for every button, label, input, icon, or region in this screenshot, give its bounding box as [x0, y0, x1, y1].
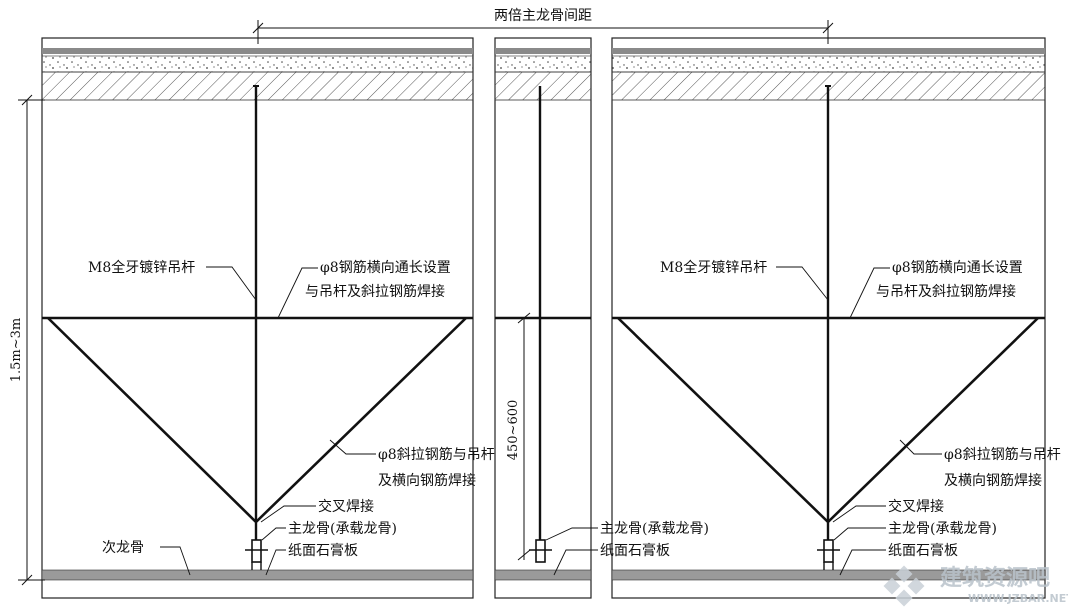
left-rebar-label-2: 与吊杆及斜拉钢筋焊接	[305, 283, 445, 300]
left-board-label: 纸面石膏板	[288, 542, 358, 559]
left-rod-label: M8全牙镀锌吊杆	[88, 259, 195, 276]
right-diagonal-rebar-b	[827, 317, 1039, 523]
middle-hanger-assembly	[495, 86, 591, 563]
right-board-label: 纸面石膏板	[888, 542, 958, 559]
concrete-slab	[41, 48, 1046, 101]
right-hanger-assembly	[612, 85, 1045, 570]
gypsum-board-strip	[41, 569, 1046, 581]
left-diagonal-rebar-b	[255, 317, 467, 523]
middle-leader-lines	[545, 527, 598, 576]
right-rebar-label-2: 与吊杆及斜拉钢筋焊接	[876, 283, 1016, 300]
left-cross-label: 交叉焊接	[318, 498, 374, 515]
left-diag-label-2: 及横向钢筋焊接	[378, 472, 476, 489]
right-diag-label-2: 及横向钢筋焊接	[944, 472, 1042, 489]
left-secondary-keel-label: 次龙骨	[102, 540, 144, 556]
right-rebar-label-1: φ8钢筋横向通长设置	[892, 259, 1023, 276]
right-rod-label: M8全牙镀锌吊杆	[660, 259, 767, 276]
right-cross-label: 交叉焊接	[888, 498, 944, 515]
left-diag-label-1: φ8斜拉钢筋与吊杆	[378, 446, 495, 463]
left-leader-lines	[160, 266, 376, 576]
left-main-keel	[251, 539, 262, 563]
watermark-logo-icon	[883, 565, 925, 607]
left-rebar-label-1: φ8钢筋横向通长设置	[320, 259, 451, 276]
middle-main-keel-label: 主龙骨(承载龙骨)	[600, 521, 709, 537]
watermark-url: WWW.JZBAR.NET	[968, 592, 1068, 605]
watermark-text: 建筑资源吧	[940, 565, 1050, 591]
left-dimension-line	[18, 94, 45, 586]
watermark: 建筑资源吧 WWW.JZBAR.NET	[883, 565, 1068, 607]
right-leader-lines	[776, 266, 942, 576]
right-diag-label-1: φ8斜拉钢筋与吊杆	[944, 446, 1061, 463]
middle-main-keel	[535, 539, 546, 563]
middle-board-label: 纸面石膏板	[600, 542, 670, 559]
middle-dimension-text: 450~600	[506, 400, 521, 461]
left-diagonal-rebar-a	[47, 317, 257, 523]
right-main-keel-label: 主龙骨(承载龙骨)	[888, 521, 997, 537]
left-hanger-assembly	[42, 85, 473, 570]
right-diagonal-rebar-a	[617, 317, 829, 523]
left-main-keel-label: 主龙骨(承载龙骨)	[288, 521, 397, 537]
top-dimension-line	[252, 20, 834, 44]
left-dimension-text: 1.5m~3m	[9, 318, 24, 383]
top-dimension-text: 两倍主龙骨间距	[494, 8, 592, 24]
right-main-keel	[823, 539, 834, 563]
